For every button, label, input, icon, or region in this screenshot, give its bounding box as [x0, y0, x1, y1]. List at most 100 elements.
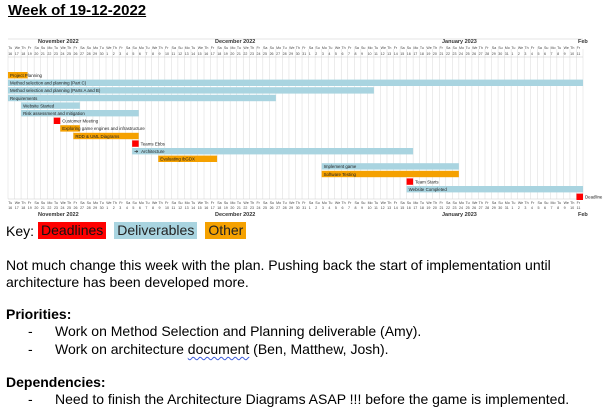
day-number: 21: [237, 52, 241, 56]
day-letter: Mo: [459, 201, 464, 205]
task-bar: [21, 110, 139, 117]
day-letter: Fr: [302, 46, 306, 50]
task-bar: [73, 132, 139, 140]
day-number: 8: [152, 52, 154, 56]
day-number: 15: [400, 52, 404, 56]
day-letter: Mo: [551, 46, 556, 50]
day-number: 30: [296, 206, 300, 210]
day-number: 5: [335, 206, 337, 210]
month-label: Feb: [578, 39, 588, 45]
day-number: 11: [577, 52, 581, 56]
day-number: 7: [551, 52, 553, 56]
day-letter: Fr: [485, 201, 489, 205]
day-number: 26: [472, 52, 476, 56]
day-letter: Th: [524, 46, 528, 50]
month-label: January 2023: [442, 212, 477, 218]
day-number: 24: [60, 206, 64, 210]
key-deadlines: Deadlines: [38, 222, 107, 239]
day-number: 17: [413, 52, 417, 56]
day-number: 26: [74, 206, 78, 210]
day-letter: Su: [498, 46, 502, 50]
day-number: 6: [341, 52, 343, 56]
day-number: 18: [420, 52, 424, 56]
month-label: November 2022: [38, 39, 79, 45]
day-letter: Fr: [485, 46, 489, 50]
day-number: 27: [80, 206, 84, 210]
summary-paragraph: Not much change this week with the plan.…: [6, 257, 551, 290]
day-letter: We: [152, 201, 157, 205]
day-letter: Tu: [328, 201, 332, 205]
month-label: December 2022: [215, 39, 255, 45]
task-bar: [406, 178, 414, 185]
day-letter: We: [106, 46, 111, 50]
day-number: 29: [93, 206, 97, 210]
task-bar: [132, 140, 139, 147]
day-number: 16: [204, 52, 208, 56]
day-letter: We: [106, 201, 111, 205]
day-letter: Th: [250, 46, 254, 50]
day-letter: Th: [570, 46, 574, 50]
day-letter: Th: [113, 201, 117, 205]
day-letter: Th: [341, 46, 345, 50]
day-number: 25: [263, 52, 267, 56]
day-letter: Th: [158, 201, 162, 205]
day-number: 23: [453, 52, 457, 56]
day-number: 29: [289, 52, 293, 56]
task-label: Exploring game engines and infrastructur…: [62, 126, 145, 131]
day-number: 25: [466, 206, 470, 210]
task-bar: [60, 125, 80, 132]
day-letter: Tu: [237, 46, 241, 50]
day-letter: Sa: [400, 46, 404, 50]
day-letter: Tu: [557, 201, 561, 205]
day-number: 10: [570, 206, 574, 210]
day-number: 1: [106, 206, 108, 210]
day-number: 19: [28, 206, 32, 210]
day-letter: Fr: [211, 46, 215, 50]
day-letter: Su: [87, 46, 91, 50]
task-bar: [8, 72, 28, 79]
day-number: 9: [158, 206, 160, 210]
day-number: 29: [289, 206, 293, 210]
task-bar: [8, 87, 374, 94]
task-bar: [8, 79, 583, 86]
day-letter: Sa: [492, 201, 496, 205]
day-letter: Sa: [80, 201, 84, 205]
day-number: 7: [551, 206, 553, 210]
day-number: 18: [21, 206, 25, 210]
day-letter: Su: [41, 46, 45, 50]
day-number: 10: [570, 52, 574, 56]
day-number: 28: [283, 206, 287, 210]
priority-item: -Work on Method Selection and Planning d…: [28, 323, 421, 339]
day-number: 22: [47, 206, 51, 210]
day-letter: Sa: [263, 201, 267, 205]
day-letter: Mo: [276, 46, 281, 50]
day-number: 17: [413, 206, 417, 210]
priorities-heading: Priorities:: [6, 306, 72, 322]
day-letter: Su: [407, 46, 411, 50]
day-letter: Th: [204, 46, 208, 50]
day-number: 10: [368, 52, 372, 56]
day-number: 16: [407, 206, 411, 210]
day-letter: Tu: [374, 46, 378, 50]
day-number: 27: [276, 52, 280, 56]
day-letter: Sa: [34, 46, 38, 50]
day-letter: Sa: [126, 46, 130, 50]
day-letter: Su: [270, 46, 274, 50]
day-number: 18: [217, 52, 221, 56]
day-letter: Sa: [492, 46, 496, 50]
day-letter: Su: [224, 46, 228, 50]
day-letter: Mo: [368, 46, 373, 50]
day-number: 31: [505, 52, 509, 56]
priority-text: Work on Method Selection and Planning de…: [55, 323, 422, 339]
task-label: Deadline: [585, 195, 603, 200]
day-letter: We: [243, 46, 248, 50]
task-label: Requirements: [10, 96, 38, 101]
day-number: 30: [498, 52, 502, 56]
day-letter: Th: [204, 201, 208, 205]
day-number: 17: [211, 52, 215, 56]
day-number: 14: [191, 206, 195, 210]
day-letter: Sa: [263, 46, 267, 50]
day-number: 5: [537, 206, 539, 210]
month-label: January 2023: [442, 39, 477, 45]
task-label: Website Completed: [409, 187, 448, 192]
